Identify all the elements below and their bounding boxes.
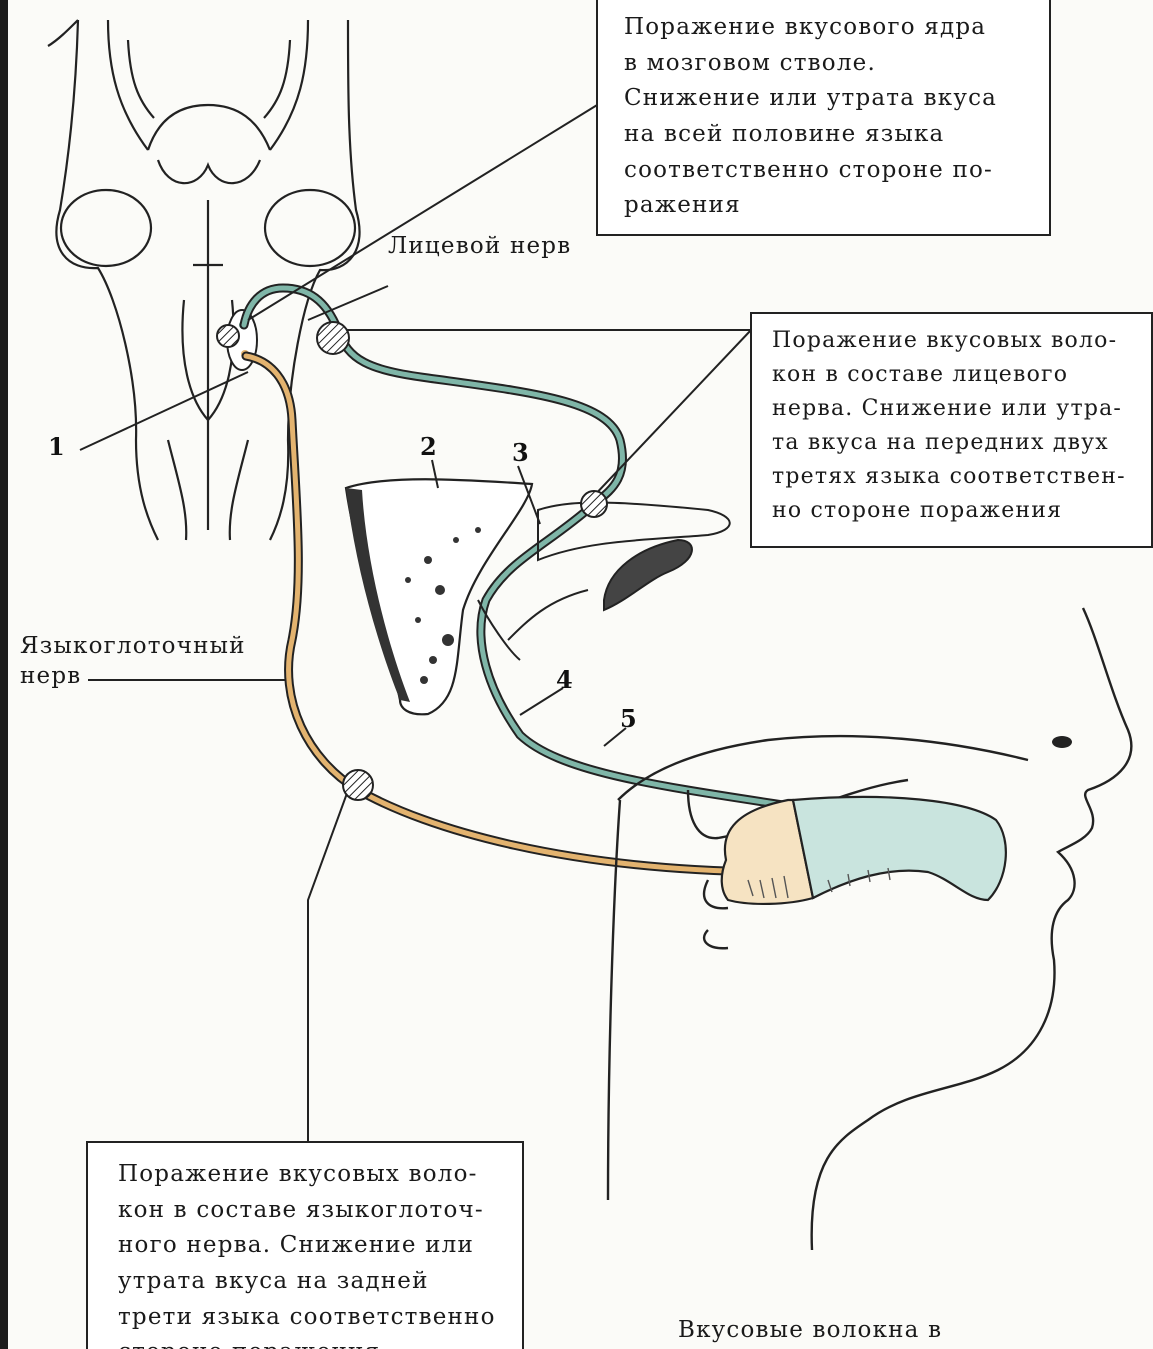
petrous-structure xyxy=(346,479,730,714)
facial-nerve-label: Лицевой нерв xyxy=(388,232,571,262)
lesion-marker-facial-1 xyxy=(317,322,349,354)
number-label-2: 2 xyxy=(420,432,437,461)
glossopharyngeal-nerve-label: Языкоглоточный нерв xyxy=(20,632,246,692)
brainstem-lesion-box: Поражение вкусового ядра в мозговом ство… xyxy=(596,0,1051,236)
tongue xyxy=(722,797,1006,904)
lesion-marker-facial-2 xyxy=(581,491,607,517)
nostril-icon xyxy=(1052,736,1072,748)
number-label-4: 4 xyxy=(556,665,573,694)
lesion-marker-nucleus xyxy=(217,325,239,347)
page: Поражение вкусового ядра в мозговом ство… xyxy=(8,0,1153,1349)
bottom-caption: Вкусовые волокна в xyxy=(678,1316,942,1346)
number-label-1: 1 xyxy=(48,432,65,461)
facial-nerve-lesion-box: Поражение вкусовых воло- кон в составе л… xyxy=(750,312,1153,548)
glossopharyngeal-lesion-box: Поражение вкусовых воло- кон в составе я… xyxy=(86,1141,524,1349)
head-profile xyxy=(608,608,1131,1250)
lesion-marker-glosso xyxy=(343,770,373,800)
number-label-3: 3 xyxy=(512,438,529,467)
number-label-5: 5 xyxy=(620,704,637,733)
